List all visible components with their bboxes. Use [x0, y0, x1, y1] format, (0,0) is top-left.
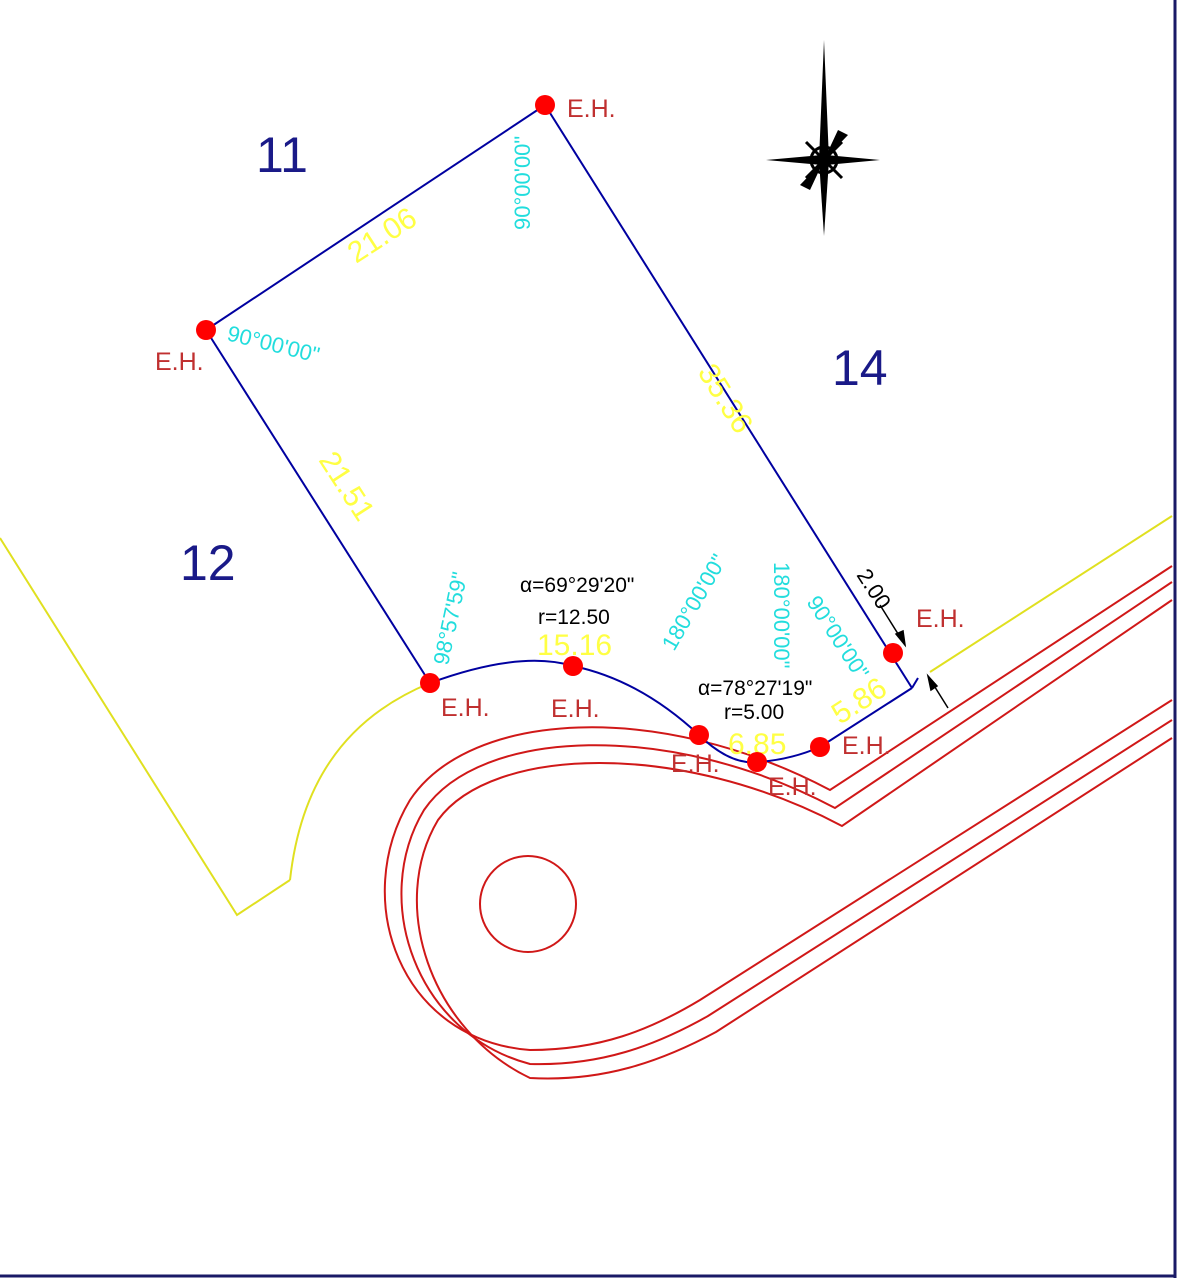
angle-right-vertex: 90°00'00" — [802, 591, 874, 684]
angle-tangent-2: 180°00'00" — [769, 562, 794, 668]
lot-number-14: 14 — [832, 340, 888, 396]
compass-rose-icon — [766, 40, 880, 236]
roundabout-island — [479, 855, 577, 953]
marker-label: E.H. — [567, 95, 616, 123]
marker-label: E.H. — [916, 605, 965, 633]
marker-bottom-left — [420, 673, 440, 693]
curve-2-radius: r=5.00 — [724, 701, 784, 724]
dimension-35-36: 35.36 — [691, 358, 759, 439]
dimension-2-00: 2.00 — [852, 564, 896, 614]
angle-left-vertex: 90°00'00" — [225, 321, 322, 368]
lot-number-12: 12 — [180, 535, 236, 591]
road-edges — [383, 565, 1173, 1080]
marker-right — [883, 643, 903, 663]
angle-bottom-left-vertex: 98°57'59" — [428, 570, 472, 667]
lot-numbers: 11 12 14 — [180, 127, 888, 591]
marker-label: E.H. — [551, 695, 600, 723]
marker-label: E.H. — [842, 732, 891, 760]
marker-top — [535, 95, 555, 115]
neighbour-lines — [0, 515, 1173, 917]
lot-number-11: 11 — [256, 127, 308, 183]
marker-arc-end — [689, 725, 709, 745]
curve-2-alpha: α=78°27'19" — [698, 677, 812, 700]
angle-top-vertex: 90°00'00" — [510, 136, 535, 230]
offset-dimension — [879, 604, 949, 709]
parcel-boundary — [205, 104, 919, 764]
angle-tangent-1: 180°00'00" — [657, 550, 732, 655]
marker-small-arc-end — [810, 737, 830, 757]
marker-label: E.H. — [768, 773, 817, 801]
angle-labels: 90°00'00" 90°00'00" 98°57'59" 180°00'00"… — [225, 136, 874, 684]
marker-label: E.H. — [671, 750, 720, 778]
marker-labels: E.H. E.H. E.H. E.H. E.H. E.H. E.H. E.H. — [155, 95, 965, 801]
marker-arc-mid — [563, 656, 583, 676]
curve-1-radius: r=12.50 — [538, 606, 610, 629]
marker-left — [196, 320, 216, 340]
marker-label: E.H. — [441, 694, 490, 722]
boundary-markers — [196, 95, 903, 772]
marker-small-arc-mid — [747, 752, 767, 772]
curve-1-alpha: α=69°29'20" — [520, 574, 634, 597]
curve-data: α=69°29'20" r=12.50 α=78°27'19" r=5.00 — [520, 574, 812, 724]
dimension-21-06: 21.06 — [342, 201, 423, 270]
marker-label: E.H. — [155, 348, 204, 376]
